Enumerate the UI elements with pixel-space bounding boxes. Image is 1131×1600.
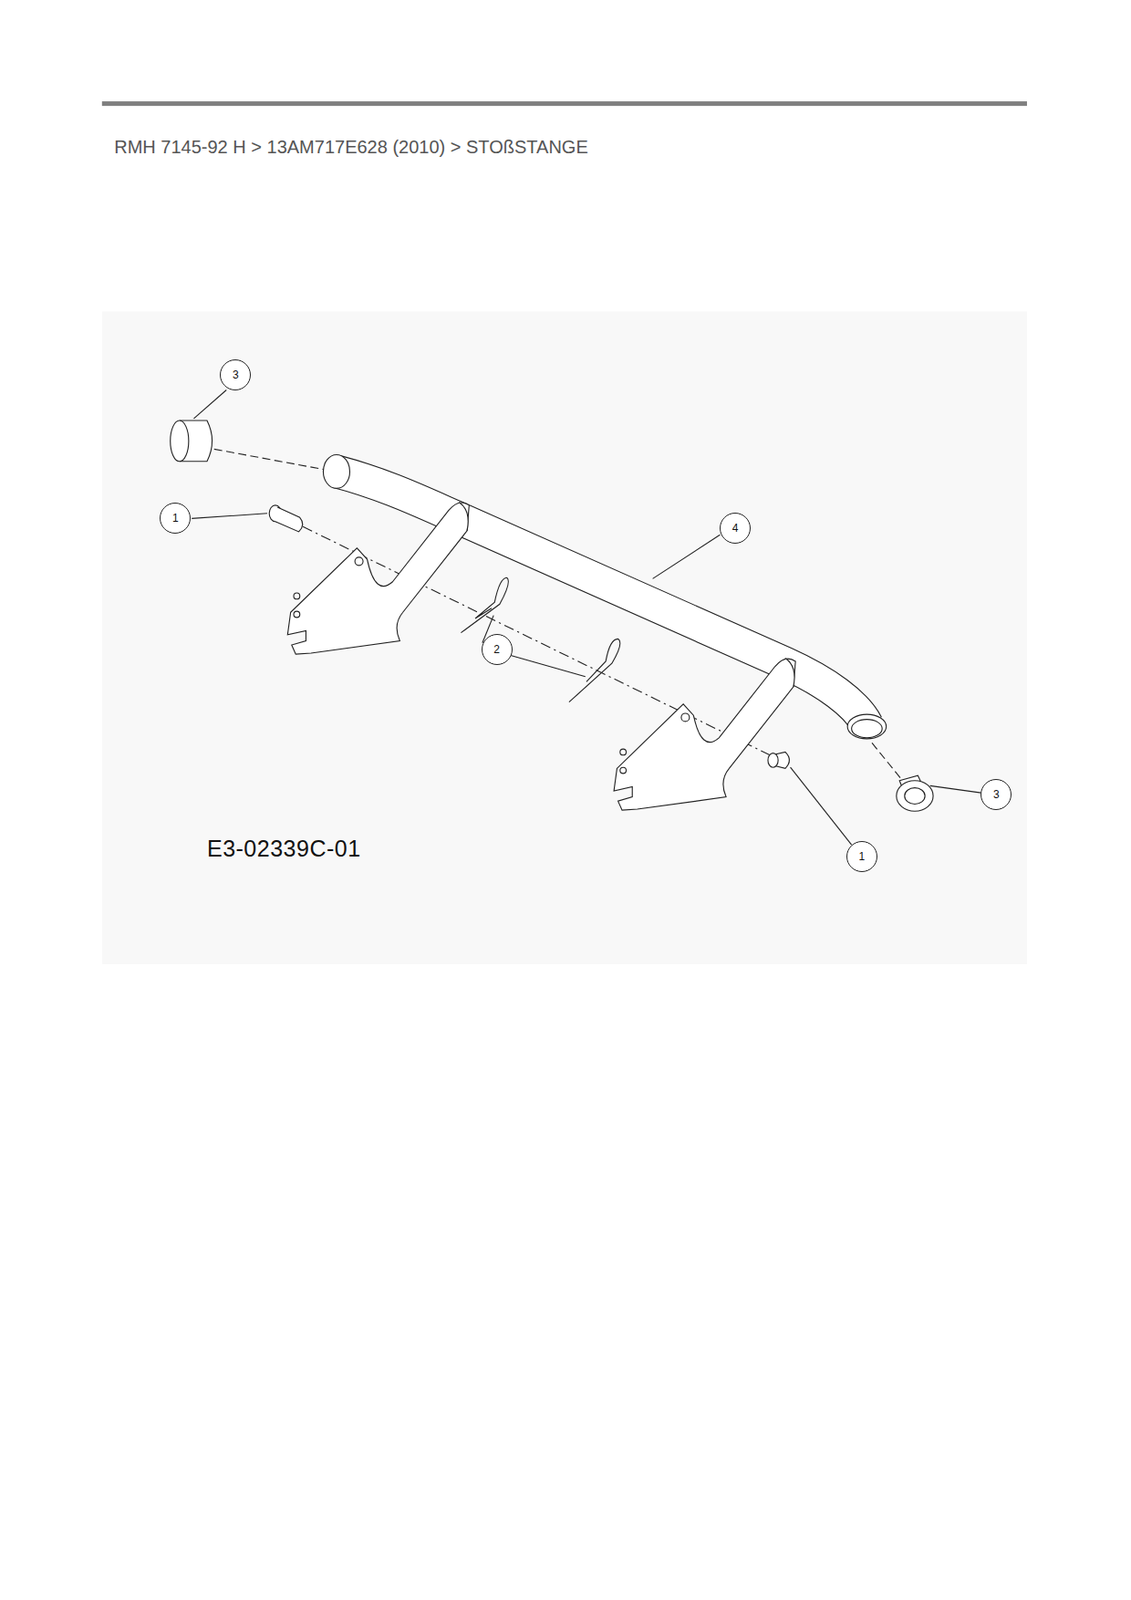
callout-text: 1 bbox=[172, 512, 179, 524]
drawing-panel bbox=[102, 311, 1028, 965]
callout-number: 2 bbox=[481, 633, 513, 665]
callout-text: 3 bbox=[232, 369, 239, 381]
header-rule bbox=[102, 101, 1028, 106]
callout-text: 4 bbox=[732, 522, 739, 534]
callout-number: 4 bbox=[719, 512, 751, 544]
page-title: RMH 7145-92 H > 13AM717E628 (2010) > STO… bbox=[114, 136, 589, 158]
callout-text: 1 bbox=[858, 850, 865, 862]
callout-text: 2 bbox=[493, 643, 500, 655]
callout-number: 1 bbox=[846, 840, 878, 872]
drawing-number: E3-02339C-01 bbox=[207, 835, 362, 862]
callout-number: 1 bbox=[159, 502, 191, 534]
callout-number: 3 bbox=[980, 778, 1012, 810]
callout-number: 3 bbox=[219, 359, 251, 391]
callout-text: 3 bbox=[993, 788, 1000, 800]
bumper-drawing bbox=[170, 390, 982, 846]
